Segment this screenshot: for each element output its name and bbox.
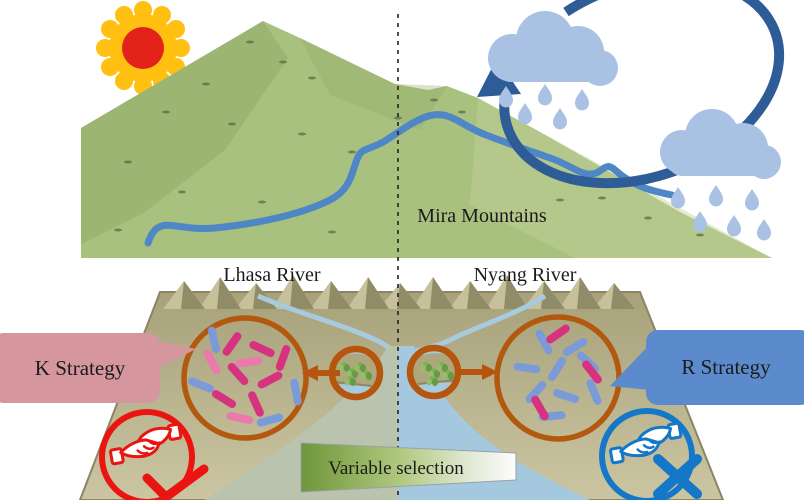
r-strategy-label: R Strategy	[681, 355, 771, 379]
left-selection-arrow	[302, 365, 340, 381]
handshake-cross-badge	[599, 408, 702, 500]
rain-cloud-icon-right	[660, 109, 781, 179]
k-strategy-bacteria-community	[181, 315, 309, 441]
sun-core	[122, 27, 164, 69]
variable-selection-gradient: Variable selection	[300, 442, 517, 493]
handshake-check-badge	[99, 409, 209, 500]
sun-icon	[96, 1, 190, 95]
variable-selection-label: Variable selection	[328, 458, 464, 479]
check-icon	[142, 464, 209, 500]
left-feeder-stream	[256, 293, 394, 352]
k-strategy-bubble: K Strategy	[0, 333, 196, 403]
right-river-label: Nyang River	[474, 264, 577, 286]
mountain-river	[144, 111, 676, 247]
cross-icon	[653, 454, 702, 499]
foothill-peaks	[163, 275, 635, 309]
grass-tufts	[338, 362, 372, 386]
k-strategy-label: K Strategy	[35, 356, 126, 380]
r-strategy-bubble: R Strategy	[610, 330, 804, 405]
k-bacteria-rods	[188, 326, 302, 427]
raindrops-left	[499, 84, 589, 130]
right-selection-arrow	[456, 364, 498, 380]
rain-cloud-icon-left	[488, 11, 618, 86]
grass-patch-left	[328, 345, 384, 401]
r-bacteria-rods	[513, 324, 602, 421]
raindrops-right	[671, 185, 771, 241]
mountain-label: Mira Mountains	[417, 205, 547, 227]
handshake-icon	[609, 421, 683, 465]
left-river-label: Lhasa River	[223, 264, 321, 286]
grass-patch-right	[406, 344, 462, 400]
grass-tufts	[420, 362, 454, 386]
handshake-icon	[109, 422, 183, 466]
